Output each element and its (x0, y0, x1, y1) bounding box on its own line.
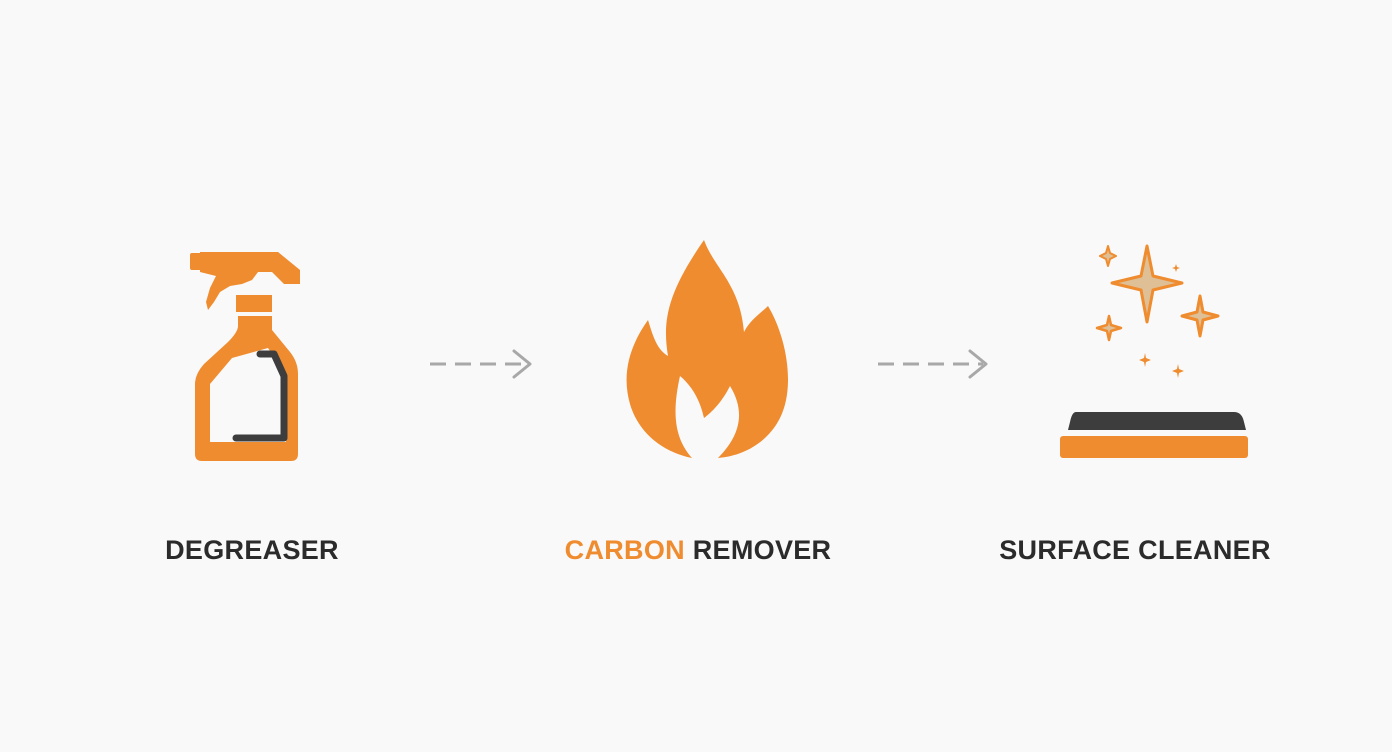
step-label-accent: CARBON (564, 535, 685, 565)
dashed-arrow-icon (878, 349, 988, 379)
spray-bottle-icon (190, 252, 300, 461)
step-label-rest: REMOVER (684, 535, 832, 565)
flame-icon (626, 240, 789, 458)
sparkling-sponge-icon (1060, 244, 1248, 458)
dashed-arrow-icon (430, 349, 532, 379)
step-label-degreaser: DEGREASER (165, 535, 339, 565)
step-label-surface-cleaner: SURFACE CLEANER (999, 535, 1271, 565)
step-label-carbon-remover: CARBON REMOVER (548, 534, 848, 566)
